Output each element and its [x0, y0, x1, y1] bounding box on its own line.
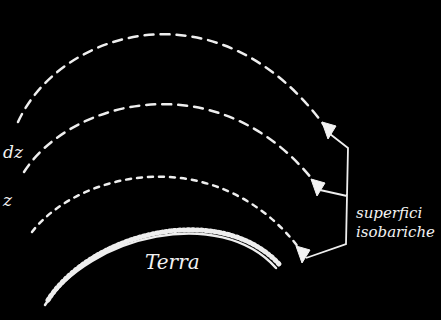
surface-label: superfici isobariche: [356, 204, 436, 242]
bracket-line: [306, 134, 348, 258]
isobaric-surface: [32, 177, 302, 252]
isobaric-surface: [18, 34, 326, 128]
isobaric-surface: [24, 104, 316, 184]
earth-hatching: [48, 230, 279, 300]
arrowhead: [296, 246, 310, 263]
height-label: dz: [3, 142, 23, 163]
arrowhead: [311, 179, 325, 196]
height-label: z: [3, 190, 12, 211]
earth-label: Terra: [145, 250, 200, 275]
